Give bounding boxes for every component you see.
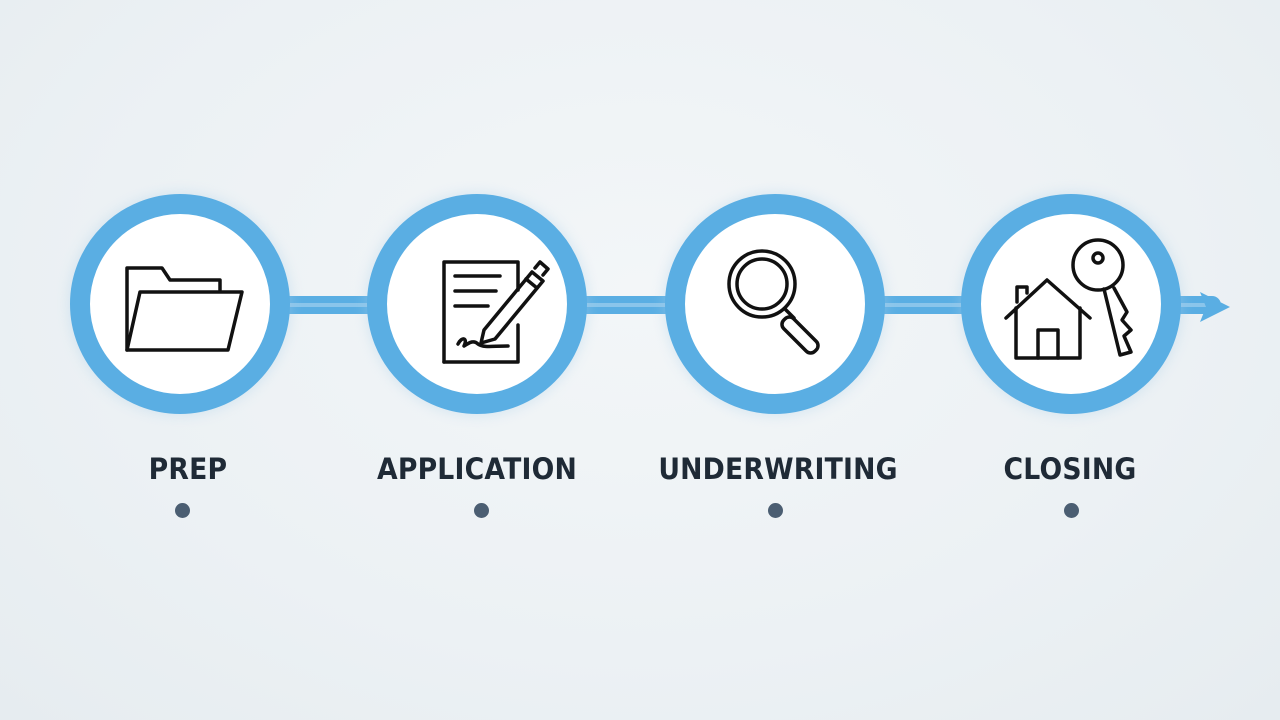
house-key-icon	[1004, 238, 1133, 360]
folder-icon	[125, 266, 244, 352]
step-circle-closing	[959, 192, 1183, 416]
step-label-prep: PREP	[148, 452, 228, 486]
step-circle-application	[365, 192, 589, 416]
step-circle-prep	[68, 192, 292, 416]
signed-document-pen-icon	[442, 260, 550, 364]
step-dot	[174, 503, 190, 518]
step-label-underwriting: UNDERWRITING	[658, 452, 898, 486]
magnifying-glass-icon	[727, 249, 820, 355]
step-dot	[767, 503, 783, 518]
step-dot	[1063, 503, 1079, 518]
step-label-application: APPLICATION	[376, 452, 578, 486]
step-dot	[473, 503, 489, 518]
arrow-head-icon	[1200, 292, 1230, 322]
step-label-closing: CLOSING	[1003, 452, 1137, 486]
